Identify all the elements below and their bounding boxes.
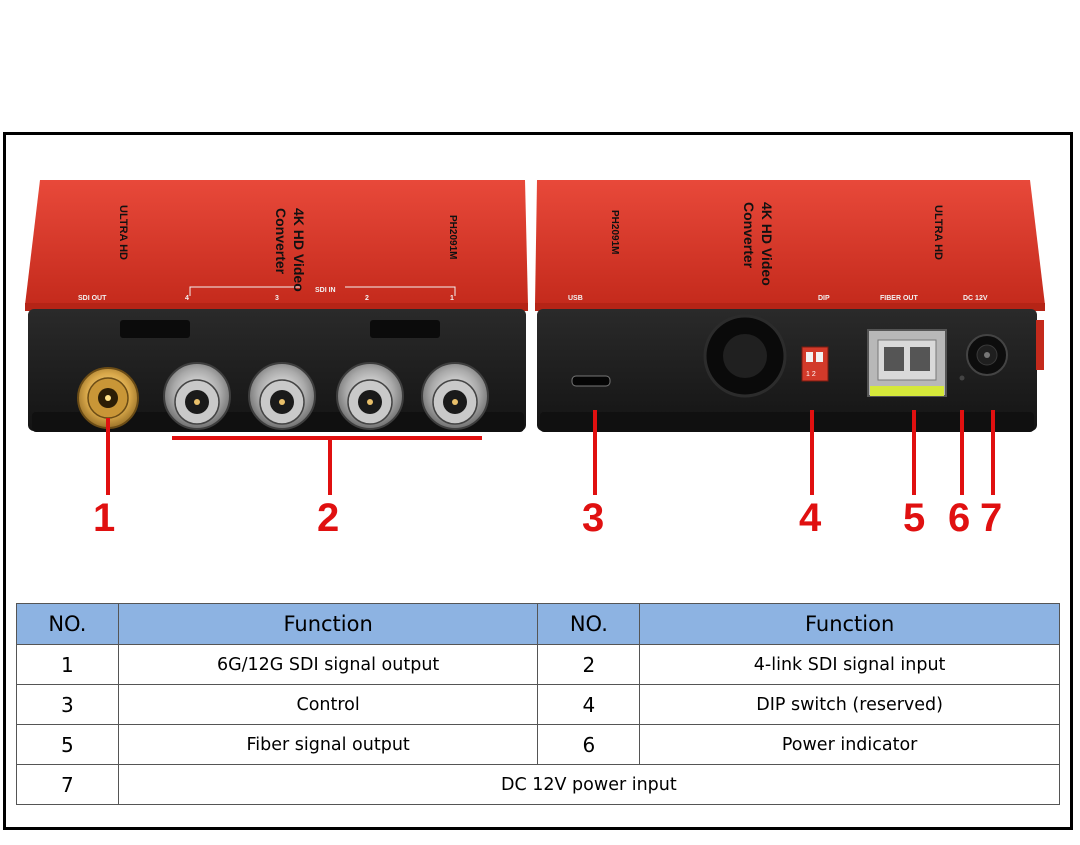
table-row: 1 6G/12G SDI signal output 2 4-link SDI … [16, 644, 1060, 685]
right-model: PH2091M [609, 210, 620, 254]
sdi-in-connector-2 [336, 362, 404, 430]
header-function-2: Function [639, 603, 1060, 645]
callout-lines [106, 410, 995, 495]
left-model: PH2091M [447, 215, 458, 259]
vent-grille-left [120, 320, 440, 338]
cell-function: 4-link SDI signal input [639, 644, 1060, 685]
right-top-text-2: Converter [741, 202, 757, 269]
sdi-in-connector-3 [248, 362, 316, 430]
cell-no: 7 [16, 764, 119, 805]
dc-power-jack [966, 334, 1008, 376]
sdi-out-connector [77, 367, 139, 429]
cell-no: 3 [16, 684, 119, 725]
cell-no: 5 [16, 724, 119, 765]
fan-vent [703, 314, 787, 398]
callout-6: 6 [948, 496, 971, 540]
callout-3: 3 [582, 496, 605, 540]
cell-no: 2 [537, 644, 641, 685]
fiber-sfp-module [867, 329, 947, 397]
left-top-text-1: 4K HD Video [291, 208, 307, 292]
right-top-cover [535, 180, 1045, 305]
cell-no: 1 [16, 644, 119, 685]
cell-function: Control [117, 684, 539, 725]
callout-7: 7 [980, 496, 1003, 540]
label-sdi-out: SDI OUT [78, 295, 107, 302]
callout-4: 4 [799, 496, 822, 540]
right-badge: ULTRA HD [932, 205, 944, 260]
table-row: 7 DC 12V power input [16, 764, 1061, 805]
cell-function: DC 12V power input [117, 764, 1061, 805]
cell-no: 4 [537, 684, 641, 725]
label-dc: DC 12V [963, 295, 988, 302]
right-top-text-1: 4K HD Video [759, 202, 775, 286]
power-led [959, 375, 965, 381]
dip-switch: 1 2 [801, 346, 829, 382]
header-no-1: NO. [16, 603, 119, 645]
cell-no: 6 [537, 724, 641, 765]
product-photo: SDI OUT SDI IN 4 3 2 1 4K HD Video Conve… [25, 180, 1045, 495]
usb-port [571, 375, 611, 387]
callout-1: 1 [93, 496, 116, 540]
label-in-4: 4 [185, 295, 189, 302]
sdi-in-connector-1 [421, 362, 489, 430]
cell-function: DIP switch (reserved) [639, 684, 1060, 725]
table-row: 3 Control 4 DIP switch (reserved) [16, 684, 1060, 725]
device-right: USB DIP FIBER OUT DC 12V 4K HD Video Con… [535, 180, 1045, 432]
sdi-in-connector-4 [163, 362, 231, 430]
left-top-cover [25, 180, 528, 305]
callout-2: 2 [317, 496, 340, 540]
dip-numbers: 1 2 [806, 371, 816, 378]
label-usb: USB [568, 295, 583, 302]
table-row: 5 Fiber signal output 6 Power indicator [16, 724, 1060, 765]
cell-function: Power indicator [639, 724, 1060, 765]
header-no-2: NO. [537, 603, 641, 645]
label-dip: DIP [818, 295, 830, 302]
label-fiber-out: FIBER OUT [880, 295, 918, 302]
header-function-1: Function [117, 603, 539, 645]
label-in-1: 1 [450, 295, 454, 302]
cell-function: 6G/12G SDI signal output [117, 644, 539, 685]
cell-function: Fiber signal output [117, 724, 539, 765]
label-sdi-in: SDI IN [315, 287, 336, 294]
left-badge: ULTRA HD [117, 205, 129, 260]
callout-5: 5 [903, 496, 926, 540]
device-left: SDI OUT SDI IN 4 3 2 1 4K HD Video Conve… [25, 180, 528, 432]
label-in-3: 3 [275, 295, 279, 302]
left-top-text-2: Converter [273, 208, 289, 275]
label-in-2: 2 [365, 295, 369, 302]
table-header-row: NO. Function NO. Function [16, 603, 1060, 645]
function-table: NO. Function NO. Function 1 6G/12G SDI s… [16, 603, 1061, 805]
